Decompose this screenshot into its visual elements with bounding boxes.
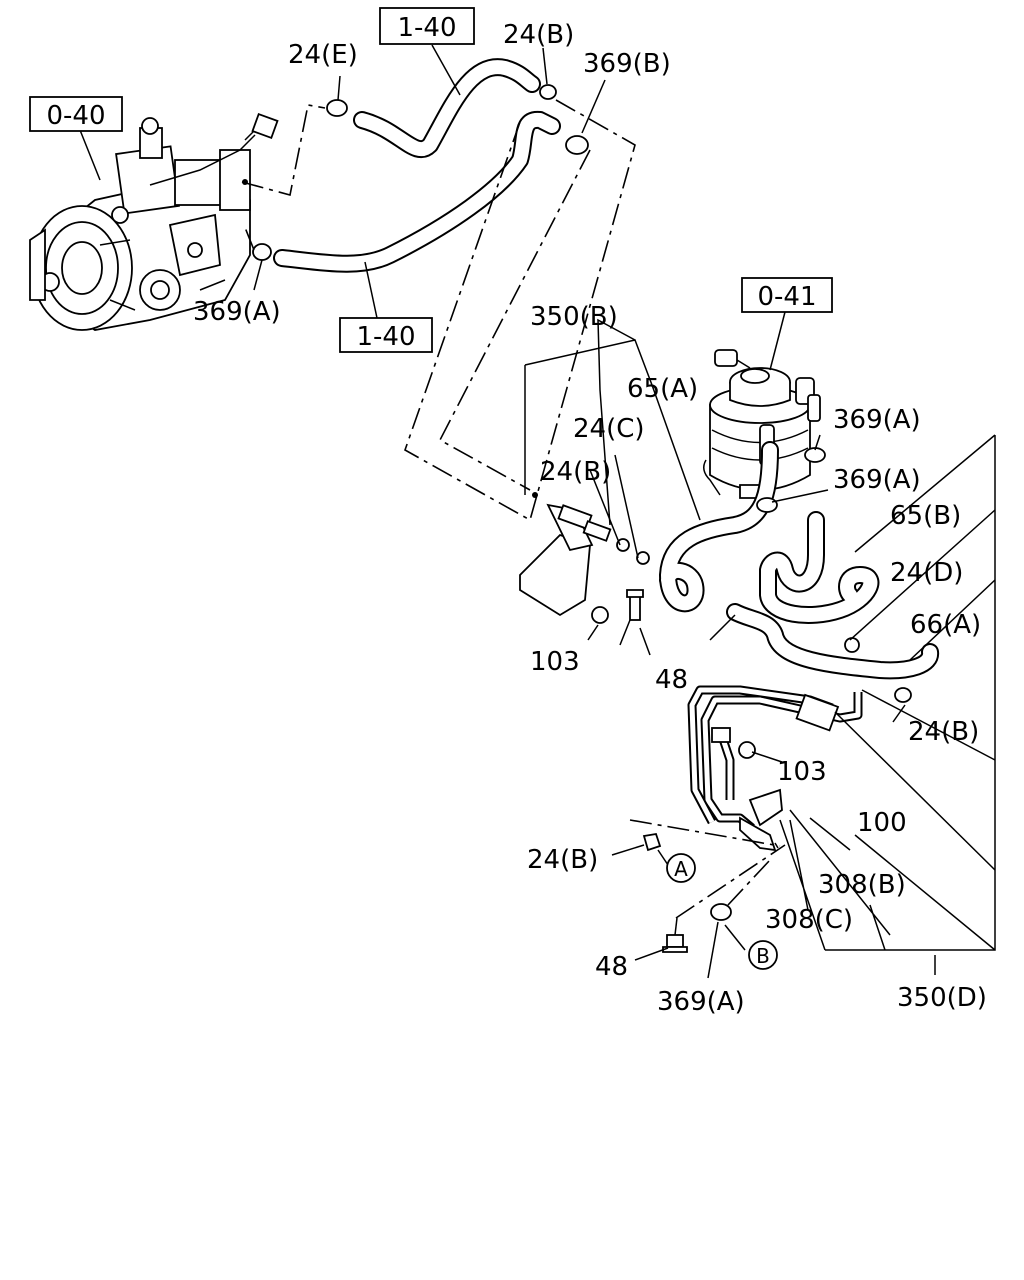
loose-fasteners: [642, 832, 732, 953]
ref-label-0-40: 0-40: [46, 101, 105, 131]
callout-369B: 369(B): [583, 49, 671, 79]
callout-369A-pump: 369(A): [193, 297, 281, 327]
callout-65B: 65(B): [890, 501, 961, 531]
callout-308C: 308(C): [765, 905, 853, 935]
callout-369A-filter-1: 369(A): [833, 405, 921, 435]
injection-pump-illustration: [29, 112, 279, 331]
lower-pipe-assembly: [687, 685, 863, 852]
callout-369A-bottom: 369(A): [657, 987, 745, 1017]
marker-B-label: B: [756, 944, 770, 968]
callout-65A: 65(A): [627, 374, 698, 404]
callout-24B-right: 24(B): [908, 717, 979, 747]
callout-350B: 350(B): [530, 302, 618, 332]
callout-24D: 24(D): [890, 558, 963, 588]
callout-100: 100: [857, 808, 907, 838]
reference-box-1-40-bottom: 1-40: [339, 317, 433, 353]
marker-A-label: A: [674, 857, 688, 881]
callout-labels: 24(E) 24(B) 369(B) 369(A) 350(B) 65(A) 2…: [193, 20, 987, 1017]
callout-66A: 66(A): [910, 610, 981, 640]
reference-lines: [79, 44, 996, 979]
callout-103-left: 103: [530, 647, 580, 677]
callout-48-left: 48: [655, 665, 688, 695]
callout-24B-mid: 24(B): [540, 457, 611, 487]
callout-103-right: 103: [777, 757, 827, 787]
callout-48-bottom: 48: [595, 952, 628, 982]
middle-assembly: [519, 441, 939, 703]
reference-box-1-40-top: 1-40: [379, 7, 475, 45]
fuel-filter-illustration: [703, 349, 821, 499]
callout-308B: 308(B): [818, 870, 906, 900]
callout-24B-bottom: 24(B): [527, 845, 598, 875]
reference-box-0-41: 0-41: [741, 277, 833, 313]
marker-B: B: [748, 940, 778, 970]
callout-350D: 350(D): [897, 983, 987, 1013]
marker-A: A: [666, 853, 696, 883]
callout-24E: 24(E): [288, 40, 358, 70]
ref-label-0-41: 0-41: [757, 282, 816, 312]
ref-label-1-40-top: 1-40: [397, 13, 456, 43]
callout-369A-filter-2: 369(A): [833, 465, 921, 495]
upper-hoses: [252, 58, 589, 273]
ref-label-1-40-bottom: 1-40: [356, 322, 415, 352]
callout-24B-top: 24(B): [503, 20, 574, 50]
reference-box-0-40: 0-40: [29, 96, 123, 132]
callout-24C: 24(C): [573, 414, 645, 444]
